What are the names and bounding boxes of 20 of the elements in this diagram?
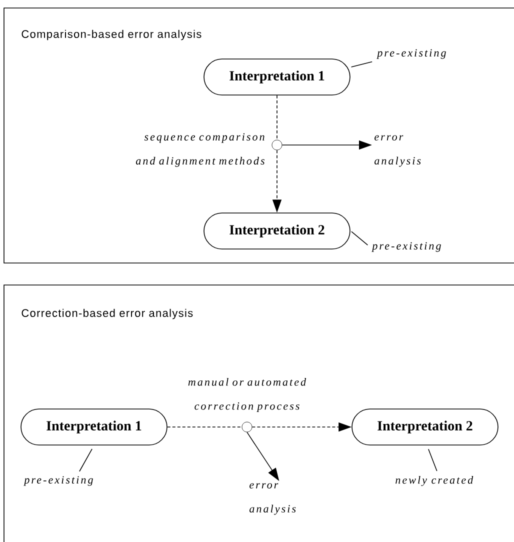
note-text: pre-existing xyxy=(372,242,441,252)
junction-circle xyxy=(242,422,252,432)
edge-label: sequence comparison and alignment methods xyxy=(124,132,266,168)
leader-line xyxy=(428,448,438,472)
leader-line xyxy=(79,448,92,472)
dashed-line xyxy=(167,426,242,428)
dashed-line xyxy=(276,95,278,140)
note-text: error analysis xyxy=(250,483,296,515)
interpretation-box: Interpretation 2 xyxy=(352,408,498,446)
note-text: error analysis xyxy=(374,135,421,167)
edge-label: manual or automated correction process xyxy=(176,377,318,413)
note-text: pre-existing xyxy=(24,476,93,486)
interpretation-box: Interpretation 1 xyxy=(204,58,350,96)
junction-circle xyxy=(272,140,282,150)
note-text: pre-existing xyxy=(376,49,446,59)
interpretation-box: Interpretation 1 xyxy=(20,408,168,446)
note-text: newly created xyxy=(396,476,474,486)
interpretation-box: Interpretation 2 xyxy=(204,212,350,250)
leader-line xyxy=(351,231,368,246)
leader-line xyxy=(350,61,372,68)
